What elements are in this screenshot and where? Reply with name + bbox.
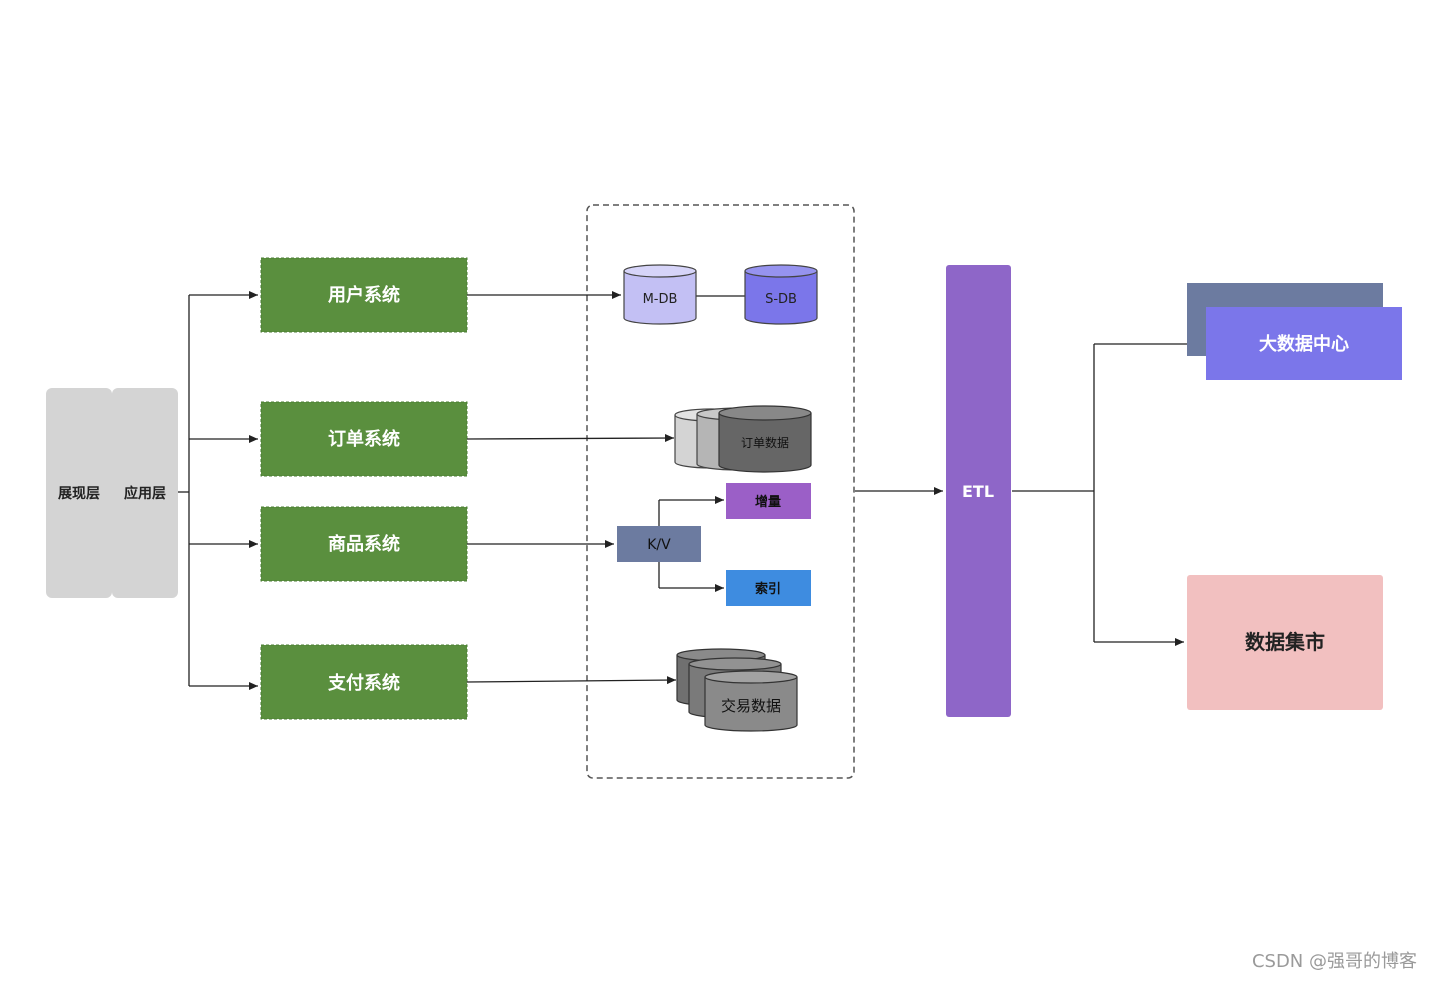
kv-label: K/V [647,537,671,553]
system-product-label: 商品系统 [328,533,400,555]
big-data-center-label: 大数据中心 [1259,333,1349,355]
etl-box [946,265,1011,717]
system-user: 用户系统 [260,257,468,333]
data-mart: 数据集市 [1187,575,1383,710]
data-mart-box [1187,575,1383,710]
arrow-order-to-order-data [466,434,675,443]
etl-to-targets-connectors [1012,340,1203,646]
system-order-box [260,401,468,477]
etl-label: ETL [962,482,994,501]
kv-box [617,526,701,562]
etl-block: ETL [946,265,1011,717]
big-data-center: 大数据中心 [1187,283,1402,380]
order-data-label: 订单数据 [741,435,789,450]
application-layer-box [112,388,178,598]
system-payment-label: 支付系统 [327,672,400,694]
presentation-layer: 展现层 [46,388,112,598]
mdb-cylinder: M-DB [623,264,697,325]
kv-group: K/V 增量 索引 [617,483,811,606]
index-box [726,570,811,606]
incremental-box [726,483,811,519]
layer-to-systems-connectors [178,291,258,690]
trade-data-label: 交易数据 [721,697,781,715]
order-data-cylinders: 订单数据 [674,405,812,473]
application-layer-label: 应用层 [124,485,166,502]
incremental-label: 增量 [755,494,781,510]
csdn-watermark: CSDN @强哥的博客 [1251,951,1417,972]
big-data-center-box [1206,307,1402,380]
system-product: 商品系统 [260,506,468,582]
system-user-label: 用户系统 [328,284,400,306]
sdb-cylinder: S-DB [744,264,818,325]
system-payment: 支付系统 [260,644,468,720]
index-label: 索引 [755,581,781,597]
presentation-layer-box [46,388,112,598]
system-to-storage-arrows [466,291,677,685]
data-mart-label: 数据集市 [1245,630,1325,654]
trade-data-cylinders: 交易数据 [676,648,798,732]
system-user-box [260,257,468,333]
system-payment-box [260,644,468,720]
storage-group-container [586,204,855,779]
system-order: 订单系统 [260,401,468,477]
sdb-label: S-DB [765,292,797,307]
arrow-payment-to-trade-data [466,676,677,685]
application-layer: 应用层 [112,388,178,598]
system-order-label: 订单系统 [328,428,400,450]
system-product-box [260,506,468,582]
presentation-layer-label: 展现层 [58,486,100,502]
mdb-label: M-DB [643,292,678,307]
